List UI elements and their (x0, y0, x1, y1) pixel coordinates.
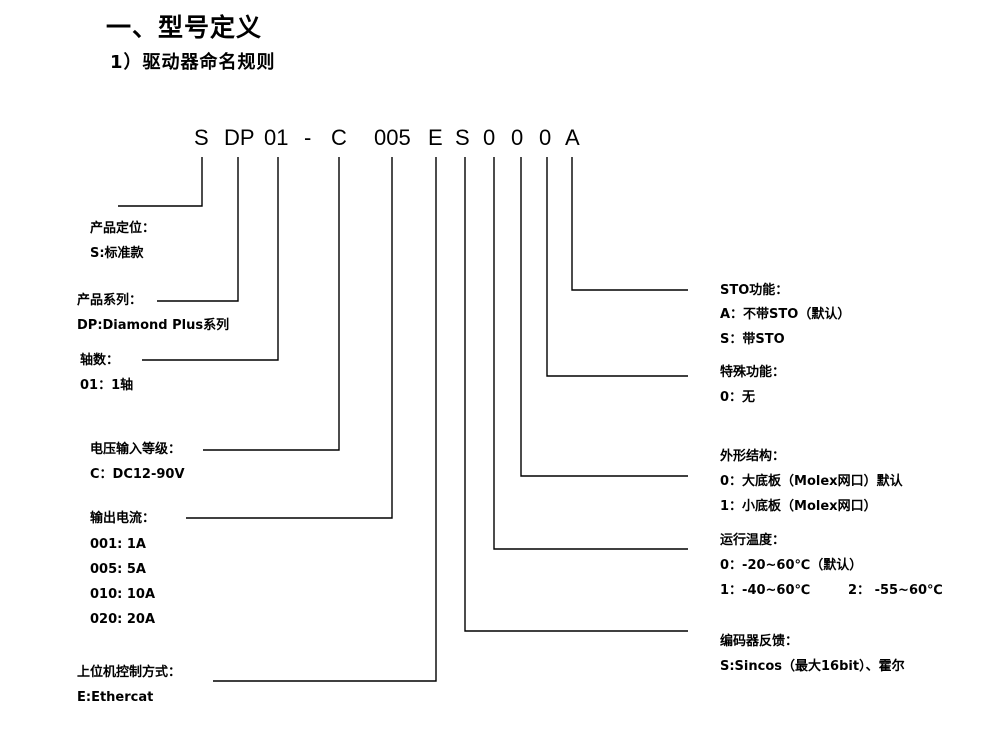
connector-special (546, 157, 688, 377)
current-option: 020: 20A (90, 612, 156, 627)
axes-heading: 轴数： (80, 353, 120, 368)
axes-option: 01：1轴 (80, 378, 134, 393)
connector-encoder (464, 157, 688, 632)
control-heading: 上位机控制方式： (77, 665, 182, 680)
sto-option: S：带STO (720, 332, 785, 347)
sto-option: A：不带STO（默认） (720, 307, 851, 322)
connector-series (157, 157, 239, 302)
current-option: 005: 5A (90, 562, 146, 577)
connector-positioning (118, 157, 203, 207)
current-option: 001: 1A (90, 537, 146, 552)
series-heading: 产品系列： (77, 293, 143, 308)
special-option: 0：无 (720, 390, 756, 405)
connector-sto (571, 157, 688, 291)
encoder-heading: 编码器反馈： (720, 634, 799, 649)
code-segment-current: 005 (374, 125, 411, 150)
code-segment-voltage: C (331, 125, 347, 150)
current-option: 010: 10A (90, 587, 156, 602)
code-segment-special: 0 (539, 125, 552, 150)
special-heading: 特殊功能： (720, 365, 786, 380)
control-option: E:Ethercat (77, 690, 154, 705)
temperature-option: 2： -55~60℃ (848, 583, 943, 598)
code-segment-dash: - (304, 125, 312, 150)
current-heading: 输出电流： (90, 511, 156, 526)
code-segment-series: DP (224, 125, 255, 150)
connector-axes (142, 157, 279, 361)
voltage-heading: 电压输入等级： (90, 442, 182, 457)
structure-heading: 外形结构： (720, 449, 786, 464)
voltage-option: C：DC12-90V (90, 467, 185, 482)
code-segment-structure: 0 (511, 125, 524, 150)
positioning-option: S:标准款 (90, 246, 144, 261)
code-segment-encoder: S (455, 125, 470, 150)
temperature-option: 1：-40~60℃ (720, 583, 811, 598)
code-segment-control: E (428, 125, 443, 150)
code-segment-positioning: S (194, 125, 209, 150)
section-subtitle: 1）驱动器命名规则 (110, 52, 276, 73)
code-segment-temperature: 0 (483, 125, 496, 150)
temperature-heading: 运行温度： (720, 533, 786, 548)
code-segment-sto: A (565, 125, 580, 150)
structure-option: 0：大底板（Molex网口）默认 (720, 474, 903, 489)
code-segment-axes: 01 (264, 125, 289, 150)
connector-control (213, 157, 437, 682)
connector-structure (520, 157, 688, 477)
temperature-option: 0：-20~60℃（默认） (720, 558, 863, 573)
sto-heading: STO功能： (720, 283, 789, 298)
structure-option: 1：小底板（Molex网口） (720, 499, 877, 514)
connector-current (186, 157, 393, 519)
connector-temperature (493, 157, 688, 550)
encoder-option: S:Sincos（最大16bit）、霍尔 (720, 659, 905, 674)
section-title: 一、型号定义 (106, 13, 263, 42)
series-option: DP:Diamond Plus系列 (77, 318, 230, 333)
positioning-heading: 产品定位： (90, 221, 156, 236)
connector-voltage (203, 157, 340, 451)
